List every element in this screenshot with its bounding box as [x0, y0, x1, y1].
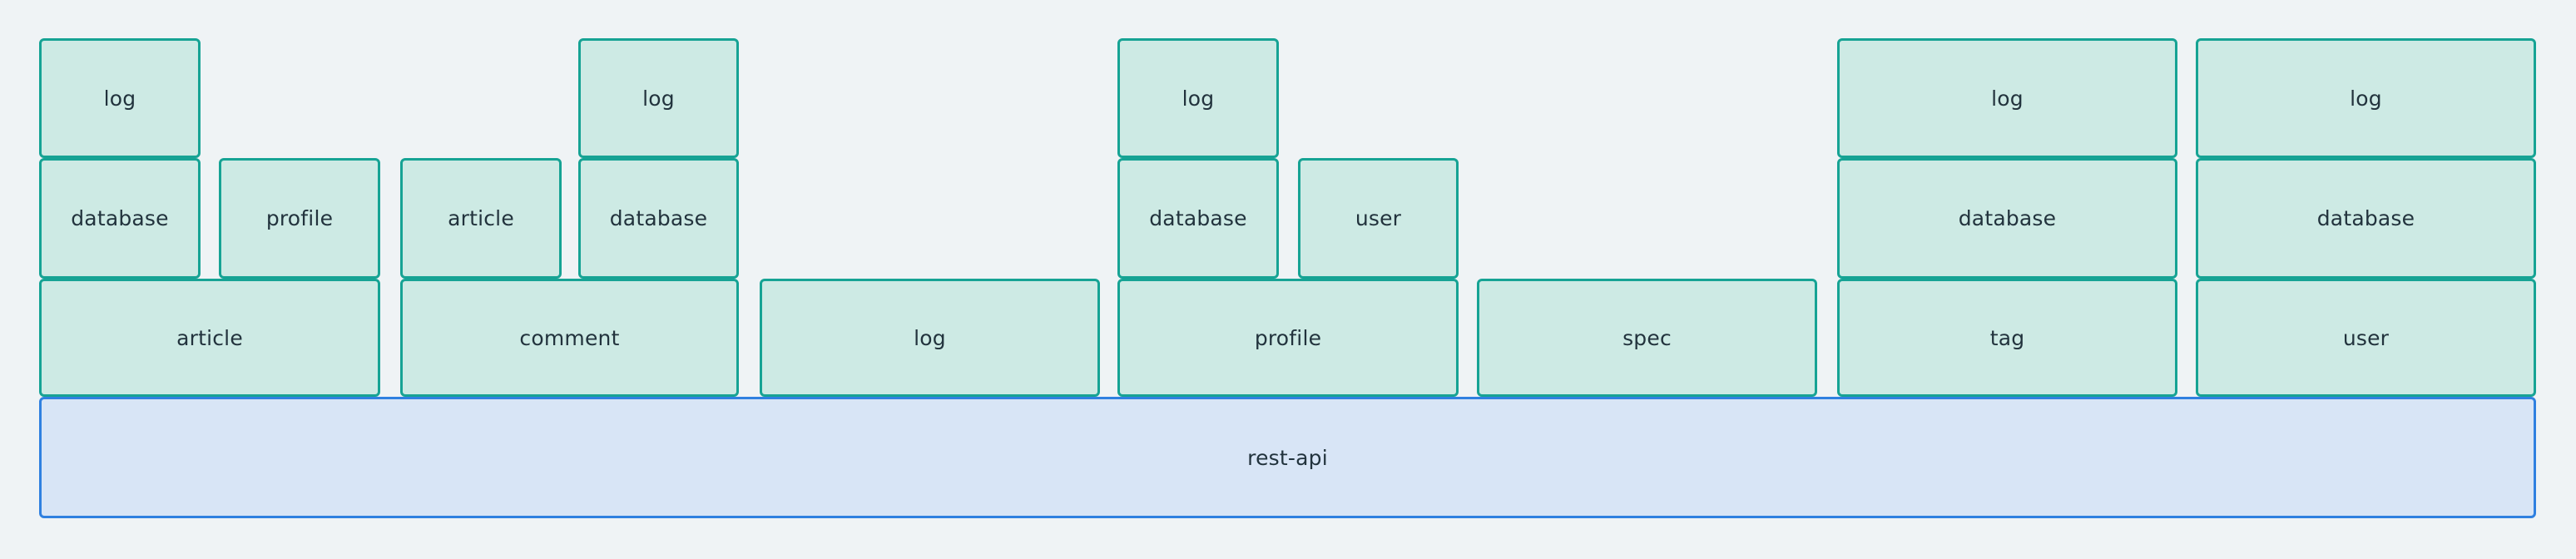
node-label: log: [1181, 86, 1215, 111]
node-label: database: [71, 206, 169, 230]
node-label: user: [2342, 325, 2390, 350]
node-label: log: [103, 86, 136, 111]
node-label: log: [1991, 86, 2024, 111]
node-label: article: [448, 206, 514, 230]
treemap-node-database[interactable]: database: [39, 158, 201, 279]
node-label: tag: [1989, 325, 2025, 350]
node-label: database: [2316, 206, 2415, 230]
node-label: profile: [1254, 325, 1322, 350]
node-label: log: [914, 325, 946, 350]
treemap-node-database[interactable]: database: [1117, 158, 1279, 279]
node-label: log: [2350, 86, 2382, 111]
treemap-node-database[interactable]: database: [578, 158, 739, 279]
node-label: log: [642, 86, 675, 111]
root-node-rest-api[interactable]: rest-api: [39, 397, 2536, 518]
treemap-node-article[interactable]: article: [400, 158, 562, 279]
treemap-node-spec[interactable]: spec: [1477, 279, 1817, 397]
node-label: profile: [265, 206, 334, 230]
treemap-node-database[interactable]: database: [1837, 158, 2177, 279]
treemap-node-log[interactable]: log: [1837, 38, 2177, 158]
node-label: database: [1958, 206, 2057, 230]
treemap-node-comment[interactable]: comment: [400, 279, 739, 397]
node-label: article: [176, 325, 243, 350]
treemap-node-profile[interactable]: profile: [1117, 279, 1459, 397]
treemap-node-database[interactable]: database: [2196, 158, 2536, 279]
treemap-node-user[interactable]: user: [2196, 279, 2536, 397]
treemap-node-log[interactable]: log: [2196, 38, 2536, 158]
treemap-node-log[interactable]: log: [39, 38, 201, 158]
treemap-node-log[interactable]: log: [1117, 38, 1279, 158]
treemap-node-log[interactable]: log: [760, 279, 1100, 397]
node-label: database: [609, 206, 708, 230]
node-label: user: [1355, 206, 1402, 230]
treemap-node-article[interactable]: article: [39, 279, 380, 397]
treemap-node-profile[interactable]: profile: [219, 158, 380, 279]
treemap-node-tag[interactable]: tag: [1837, 279, 2177, 397]
node-label: comment: [519, 325, 620, 350]
node-label: database: [1149, 206, 1247, 230]
treemap-node-log[interactable]: log: [578, 38, 739, 158]
node-label: rest-api: [1247, 445, 1328, 470]
treemap-node-user[interactable]: user: [1298, 158, 1459, 279]
node-label: spec: [1622, 325, 1672, 350]
